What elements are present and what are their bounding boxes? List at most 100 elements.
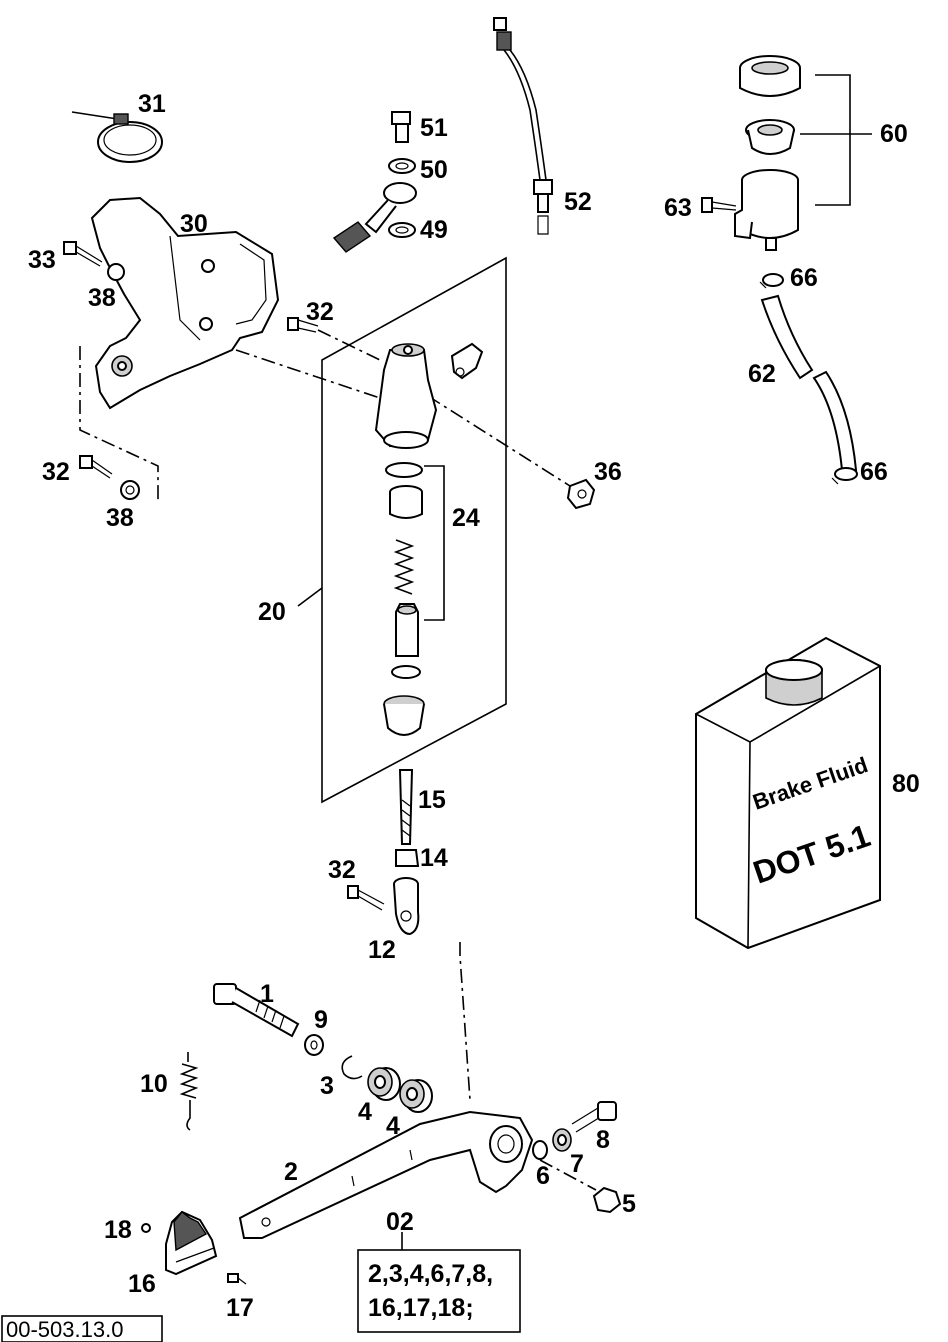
label-4b: 4 [386,1112,400,1140]
screw-part-63 [701,197,737,213]
label-33: 33 [28,246,56,274]
bolt-part-32c [347,885,385,911]
axis-line-nut-36 [427,395,571,487]
drawing-code-text: 00-503.13.0 [6,1317,123,1342]
label-51: 51 [420,114,448,142]
label-63: 63 [664,194,692,222]
clevis-part-12 [393,877,420,936]
hose-part-62 [760,294,858,471]
piston-part [395,603,419,657]
axis-line-pedal [459,942,471,1101]
label-20: 20 [258,598,286,626]
nut-part-5 [592,1186,622,1214]
kit-contents-line2: 16,17,18; [368,1294,474,1322]
bracket-part-30 [90,196,280,410]
kit-box-02: 2,3,4,6,7,8, 16,17,18; [357,1232,521,1333]
label-24: 24 [452,504,480,532]
drawing-code: 00-503.13.0 [1,1315,163,1342]
label-12: 12 [368,936,396,964]
screw-part-17 [227,1273,247,1285]
label-50: 50 [420,156,448,184]
label-80: 80 [892,770,920,798]
brake-light-switch-part-52 [493,17,553,235]
reservoir-seal-part [745,119,795,155]
label-16: 16 [128,1270,156,1298]
piston-sleeve-part [389,485,423,519]
label-14: 14 [420,844,448,872]
label-18: 18 [104,1216,132,1244]
label-36: 36 [594,458,622,486]
bolt-part-1 [213,983,300,1038]
washer-part-49 [388,222,416,238]
label-32a: 32 [306,298,334,326]
bolt-part-32a [287,317,319,333]
label-32b: 32 [42,458,70,486]
nut-part-36 [566,478,596,510]
leader-24 [424,465,445,621]
label-8: 8 [596,1126,610,1154]
pedal-lever-part-2 [238,1110,534,1239]
label-10: 10 [140,1070,168,1098]
label-02: 02 [386,1208,414,1236]
label-4a: 4 [358,1098,372,1126]
label-30: 30 [180,210,208,238]
label-31: 31 [138,90,166,118]
brake-fluid-can-part-80: Brake Fluid DOT 5.1 [695,636,881,950]
bearing-part-4a [367,1067,401,1101]
leader-60 [800,74,872,206]
circlip-part-3 [341,1055,363,1080]
hose-clamp-part-66a [759,273,784,289]
elbow-fitting-part [450,342,484,380]
bearing-part-4b [399,1079,433,1113]
banjo-fitting-part [332,182,417,253]
label-66a: 66 [790,264,818,292]
bleed-screw-part-51 [391,111,411,143]
bolt-part-33 [63,241,103,267]
circlip-part [391,665,421,679]
reservoir-cap-part-60 [739,55,801,97]
kit-contents-line1: 2,3,4,6,7,8, [368,1260,493,1288]
label-5: 5 [622,1190,636,1218]
label-1: 1 [260,980,274,1008]
label-17: 17 [226,1294,254,1322]
master-cylinder-body [374,343,438,449]
label-62: 62 [748,360,776,388]
label-38b: 38 [106,504,134,532]
washer-part-50 [388,158,416,174]
o-ring-part-24 [385,462,423,478]
label-15: 15 [418,786,446,814]
bolt-part-32b [79,455,113,479]
leader-20 [297,587,323,607]
ball-part-18 [141,1223,151,1233]
bushing-part-7 [552,1128,572,1152]
label-9: 9 [314,1006,328,1034]
bolt-part-8 [571,1101,617,1133]
label-49: 49 [420,216,448,244]
label-6: 6 [536,1162,550,1190]
kit-frame-20 [321,256,507,804]
washer-part-6 [532,1140,548,1160]
nut-part-38a [107,263,125,281]
spring-part-10 [179,1052,199,1131]
boot-part [383,695,425,736]
nut-part-38b [120,480,140,500]
label-38a: 38 [88,284,116,312]
hose-clamp-part-66b [831,467,858,485]
label-66b: 66 [860,458,888,486]
cable-tie-part-31 [71,111,163,163]
label-32c: 32 [328,856,356,884]
label-52: 52 [564,188,592,216]
label-60: 60 [880,120,908,148]
washer-part-9 [304,1034,324,1056]
axis-line-nut-5 [539,1159,597,1191]
footpeg-plate-part-16 [165,1210,218,1276]
label-2: 2 [284,1158,298,1186]
axis-line-bracket [235,349,381,399]
spring-part [393,539,415,595]
push-rod-part-15 [398,769,414,845]
nut-part-14 [395,849,420,867]
label-3: 3 [320,1072,334,1100]
reservoir-body-part [734,169,799,251]
label-7: 7 [570,1150,584,1178]
